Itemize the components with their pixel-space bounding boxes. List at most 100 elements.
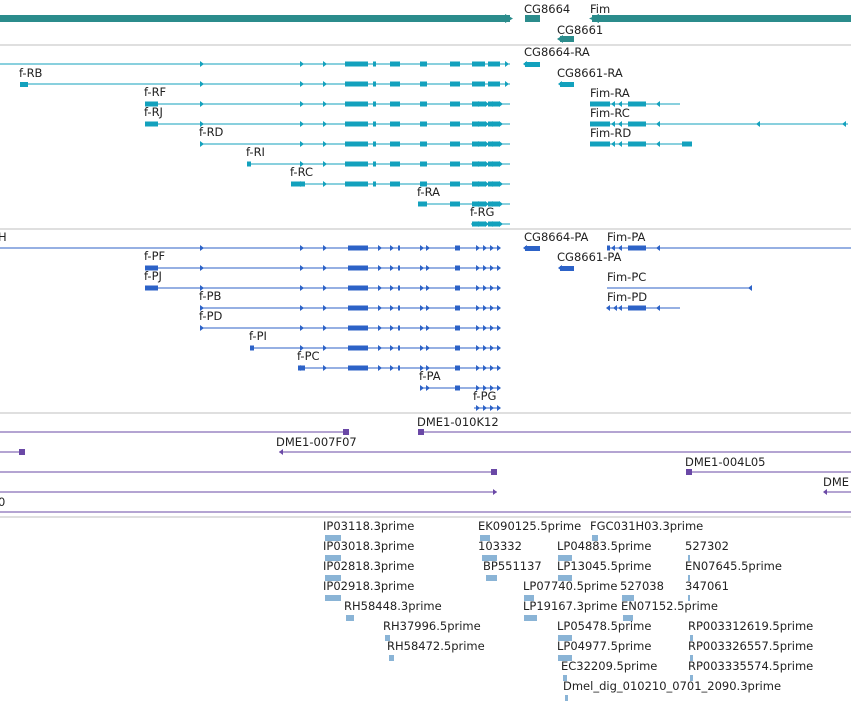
strand-arrow [426, 345, 430, 351]
feature-label[interactable]: DME1-010K12 [417, 415, 499, 429]
feature-label[interactable]: 103332 [478, 539, 522, 553]
strand-arrow [756, 121, 760, 127]
strand-arrow [323, 181, 327, 187]
feature-label[interactable]: RH37996.5prime [383, 619, 481, 633]
strand-arrow [823, 489, 827, 495]
feature-label[interactable]: f-PA [419, 369, 441, 383]
feature-label[interactable]: Dmel_dig_010210_0701_2090.3prime [563, 679, 782, 693]
feature-label[interactable]: DME [823, 475, 850, 489]
exon-block [420, 101, 427, 107]
strand-arrow [300, 345, 304, 351]
feature-label[interactable]: RP003326557.5prime [688, 639, 814, 653]
feature-label[interactable]: RP003335574.5prime [688, 659, 814, 673]
feature-label[interactable]: EN07645.5prime [685, 559, 782, 573]
feature-label[interactable]: CG8664-RA [524, 45, 590, 59]
strand-arrow [476, 405, 480, 411]
feature-label[interactable]: LP04883.5prime [557, 539, 652, 553]
feature-label[interactable]: Fim-PD [607, 290, 648, 304]
gene-feature [560, 36, 574, 42]
feature-label[interactable]: f-RC [290, 165, 314, 179]
est-glyph [558, 635, 572, 641]
feature-label[interactable]: f-RF [144, 85, 167, 99]
feature-label[interactable]: 527302 [685, 539, 729, 553]
feature-label[interactable]: LP05478.5prime [557, 619, 652, 633]
feature-label[interactable]: LP07740.5prime [523, 579, 618, 593]
exon-block [628, 245, 646, 251]
feature-label[interactable]: CG8664-PA [524, 230, 589, 244]
strand-arrow [483, 365, 487, 371]
strand-arrow [558, 81, 562, 87]
feature-label[interactable]: BP551137 [483, 559, 542, 573]
feature-label[interactable]: EN07152.5prime [621, 599, 718, 613]
strand-arrow [618, 141, 622, 147]
feature-label[interactable]: f-RA [417, 185, 440, 199]
strand-arrow [476, 345, 480, 351]
feature-label[interactable]: EK090125.5prime [478, 519, 582, 533]
strand-arrow [300, 325, 304, 331]
feature-label[interactable]: Fim-PC [607, 270, 647, 284]
exon-block [455, 325, 460, 331]
strand-arrow [483, 325, 487, 331]
feature-label[interactable]: f-RG [470, 205, 495, 219]
feature-label[interactable]: 0 [0, 495, 6, 509]
feature-label[interactable]: CG8661-RA [557, 66, 623, 80]
feature-label[interactable]: FGC031H03.3prime [590, 519, 704, 533]
feature-label[interactable]: DME1-004L05 [685, 455, 766, 469]
feature-label[interactable]: Fim-RA [590, 86, 630, 100]
feature-label[interactable]: f-PG [473, 389, 497, 403]
feature-label[interactable]: IP03018.3prime [323, 539, 415, 553]
feature-label[interactable]: IP03118.3prime [323, 519, 415, 533]
feature-label[interactable]: RH58448.3prime [344, 599, 442, 613]
strand-arrow [490, 385, 494, 391]
feature-label[interactable]: H [0, 230, 7, 244]
strand-arrow [300, 305, 304, 311]
strand-arrow [485, 121, 489, 127]
exon-block [525, 246, 540, 251]
feature-label[interactable]: Fim-RD [590, 126, 632, 140]
feature-label[interactable]: CG8661 [557, 23, 604, 37]
strand-arrow [497, 385, 501, 391]
feature-label[interactable]: IP02818.3prime [323, 559, 415, 573]
feature-label[interactable]: f-RD [199, 125, 224, 139]
feature-label[interactable]: IP02918.3prime [323, 579, 415, 593]
strand-arrow [611, 121, 615, 127]
feature-label[interactable]: f-PJ [144, 269, 162, 283]
strand-arrow [378, 305, 382, 311]
strand-arrow [523, 245, 527, 251]
feature-label[interactable]: CG8661-PA [557, 250, 622, 264]
feature-label[interactable]: Fim-RC [590, 106, 630, 120]
feature-label[interactable]: f-RJ [144, 105, 163, 119]
exon-block [455, 385, 460, 391]
feature-label[interactable]: 527038 [620, 579, 664, 593]
strand-arrow [505, 14, 513, 23]
feature-label[interactable]: LP13045.5prime [557, 559, 652, 573]
feature-label[interactable]: f-RI [246, 145, 265, 159]
strand-arrow [589, 14, 599, 23]
feature-label[interactable]: LP19167.3prime [523, 599, 618, 613]
feature-label[interactable]: LP04977.5prime [557, 639, 652, 653]
feature-label[interactable]: 347061 [685, 579, 729, 593]
feature-label[interactable]: Fim [590, 2, 611, 16]
strand-arrow [323, 325, 327, 331]
strand-arrow [426, 245, 430, 251]
feature-label[interactable]: f-PC [297, 349, 320, 363]
exon-block [145, 101, 158, 107]
feature-label[interactable]: f-PD [199, 309, 223, 323]
feature-label[interactable]: EC32209.5prime [561, 659, 658, 673]
feature-label[interactable]: RP003312619.5prime [688, 619, 814, 633]
exon-block [348, 305, 368, 311]
feature-label[interactable]: RH58472.5prime [387, 639, 485, 653]
feature-label[interactable]: DME1-007F07 [276, 435, 357, 449]
exon-block [590, 141, 610, 147]
strand-arrow [323, 141, 327, 147]
strand-arrow [378, 245, 382, 251]
exon-block [628, 121, 646, 127]
strand-arrow [323, 365, 327, 371]
feature-label[interactable]: CG8664 [524, 2, 571, 16]
feature-label[interactable]: f-RB [19, 66, 43, 80]
feature-label[interactable]: Fim-PA [607, 230, 646, 244]
feature-label[interactable]: f-PI [249, 329, 267, 343]
exon-block [450, 121, 460, 127]
feature-label[interactable]: f-PF [144, 249, 166, 263]
feature-label[interactable]: f-PB [199, 289, 222, 303]
